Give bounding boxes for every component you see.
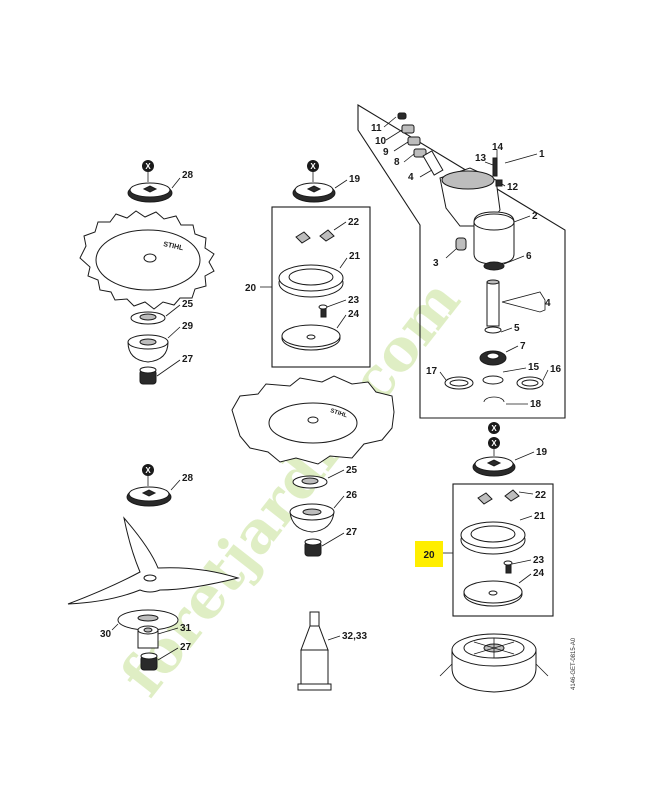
x-marker-label: X: [145, 162, 151, 171]
label-12: 12: [507, 182, 519, 193]
label-21-upper: 21: [349, 251, 361, 262]
label-25-top: 25: [182, 299, 194, 310]
label-19-upper: 19: [349, 174, 361, 185]
svg-text:X: X: [145, 466, 151, 475]
x-marker-icon-4: [488, 422, 500, 434]
label-32-33: 32,33: [342, 631, 367, 642]
assembly-20-upper: X 19 20 22 21 23 24: [245, 160, 371, 368]
label-29: 29: [182, 321, 194, 332]
label-11: 11: [371, 123, 382, 134]
three-tooth-blade: [67, 516, 240, 605]
label-2: 2: [532, 211, 538, 222]
label-4-top: 4: [408, 172, 414, 183]
gear-head-assembly: 11 10 9 8 4 13 14 1 12 2 3: [357, 104, 566, 419]
label-22-lower: 22: [535, 490, 547, 501]
brush-knife-assembly: STIHL 25 26 27: [231, 375, 395, 557]
label-22-upper: 22: [348, 217, 360, 228]
label-19-lower: 19: [536, 447, 548, 458]
label-26: 26: [346, 490, 358, 501]
svg-text:X: X: [491, 424, 497, 433]
label-3: 3: [433, 258, 439, 269]
label-13: 13: [475, 153, 487, 164]
label-4-right: 4: [545, 298, 551, 309]
label-20-upper: 20: [245, 283, 257, 294]
highlight-20[interactable]: [415, 541, 443, 567]
label-25-mid: 25: [346, 465, 358, 476]
label-27-lower: 27: [180, 642, 192, 653]
svg-text:X: X: [491, 439, 497, 448]
label-21-lower: 21: [534, 511, 546, 522]
x-marker-icon-5: [488, 437, 500, 449]
label-28-top: 28: [182, 170, 194, 181]
label-31: 31: [180, 623, 192, 634]
shaft-4: [486, 281, 500, 327]
svg-text:STIHL: STIHL: [329, 408, 348, 419]
label-23-upper: 23: [348, 295, 360, 306]
svg-text:STIHL: STIHL: [163, 241, 185, 252]
label-16: 16: [550, 364, 562, 375]
assembly-20-lower: 20 22 21 23 24: [415, 483, 554, 617]
label-6: 6: [526, 251, 532, 262]
label-1: 1: [539, 149, 545, 160]
circlip-18: [483, 396, 505, 403]
label-27-mid: 27: [346, 527, 358, 538]
drawing-code: 4146-GET-0815-A0: [571, 637, 577, 690]
tube-cap: [309, 611, 320, 627]
label-28-lower: 28: [182, 473, 194, 484]
label-24-upper: 24: [348, 309, 360, 320]
svg-text:X: X: [310, 162, 316, 171]
gear-head-box: [357, 104, 566, 419]
label-9: 9: [383, 147, 389, 158]
label-10: 10: [375, 136, 387, 147]
label-8: 8: [394, 157, 400, 168]
saw-blade-assembly: X 28 STIHL 25 29 27: [79, 160, 215, 385]
label-5: 5: [514, 323, 520, 334]
label-27-top: 27: [182, 354, 194, 365]
label-14: 14: [492, 142, 504, 153]
label-24-lower: 24: [533, 568, 545, 579]
mowing-head: [439, 633, 549, 693]
grease-tube: 32,33: [297, 611, 367, 691]
label-15: 15: [528, 362, 540, 373]
label-18: 18: [530, 399, 542, 410]
label-7: 7: [520, 341, 526, 352]
label-20-lower: 20: [423, 550, 435, 561]
ring-15: [482, 375, 504, 385]
x-marker-icon-2: [307, 160, 319, 172]
assembly-20-lower-top: X X 19: [472, 422, 548, 477]
three-tooth-blade-assembly: X 28 30 31 27: [67, 464, 240, 671]
label-30: 30: [100, 629, 112, 640]
label-23-lower: 23: [533, 555, 545, 566]
label-17: 17: [426, 366, 438, 377]
x-marker-icon-3: [142, 464, 154, 476]
circular-saw-blade: STIHL: [79, 210, 215, 310]
box-20-lower: [452, 483, 554, 617]
x-marker-icon: [142, 160, 154, 172]
